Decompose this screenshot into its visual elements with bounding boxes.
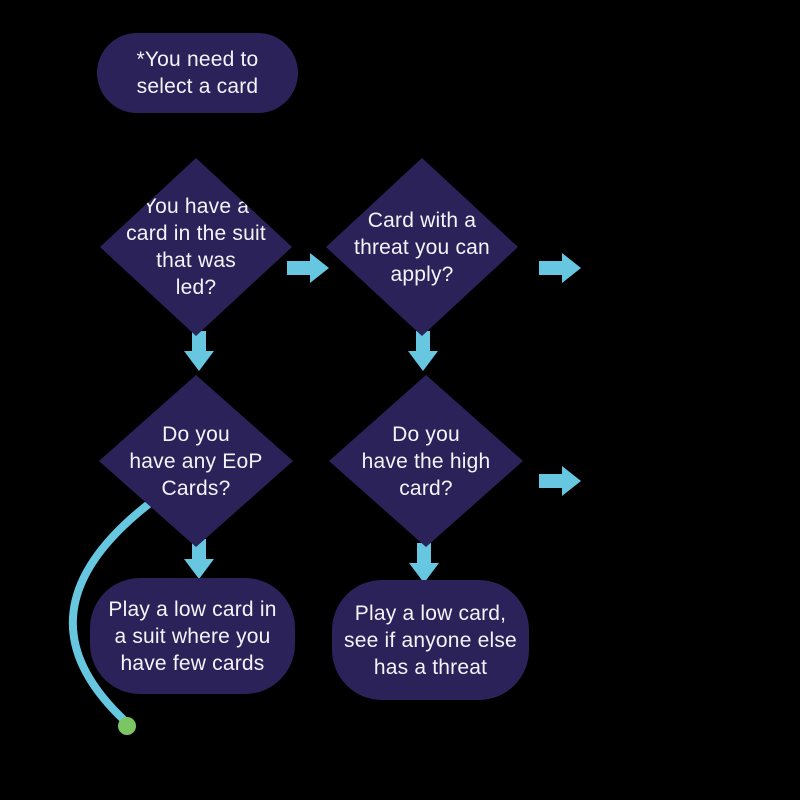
node-text-line: card in the suit [126, 222, 266, 245]
node-text-line: have the high [361, 449, 491, 473]
node-text-line: select a card [136, 75, 259, 98]
endpoint-dot [118, 717, 136, 735]
start-node: *You need to select a card [97, 33, 298, 113]
arrow-right-icon [287, 253, 329, 283]
arrow-right-icon [539, 253, 581, 283]
node-text-line: Do you [392, 422, 460, 446]
node-text-line: threat you can [354, 235, 490, 259]
action-play-low-few-cards: Play a low card in a suit where you have… [90, 578, 295, 694]
node-text-line: Card with a [367, 208, 477, 232]
node-text-line: see if anyone else [344, 628, 517, 652]
arrow-down-icon [184, 539, 214, 579]
node-text-line: have few cards [120, 651, 265, 675]
node-text-line: card? [399, 476, 453, 500]
node-text-line: Do you [162, 422, 230, 446]
action-play-low-see-threat: Play a low card, see if anyone else has … [332, 580, 529, 700]
node-text-line: Cards? [161, 476, 231, 500]
arrow-down-icon [408, 331, 438, 371]
arrow-down-icon [409, 543, 439, 583]
arrow-down-icon [184, 331, 214, 371]
node-text-line: Play a low card, [354, 601, 507, 625]
node-text-line: a suit where you [114, 624, 271, 648]
curved-connector-line [68, 499, 154, 724]
node-text-line: has a threat [373, 655, 488, 679]
node-text-line: *You need to [136, 48, 259, 71]
node-text-line: have any EoP [129, 449, 263, 473]
arrow-right-icon [539, 466, 581, 496]
node-text-line: apply? [390, 262, 454, 286]
node-text-line: You have a [142, 195, 250, 218]
node-text-line: led? [175, 276, 217, 299]
node-text-line: Play a low card in [108, 597, 277, 621]
node-text-line: that was [156, 249, 236, 272]
